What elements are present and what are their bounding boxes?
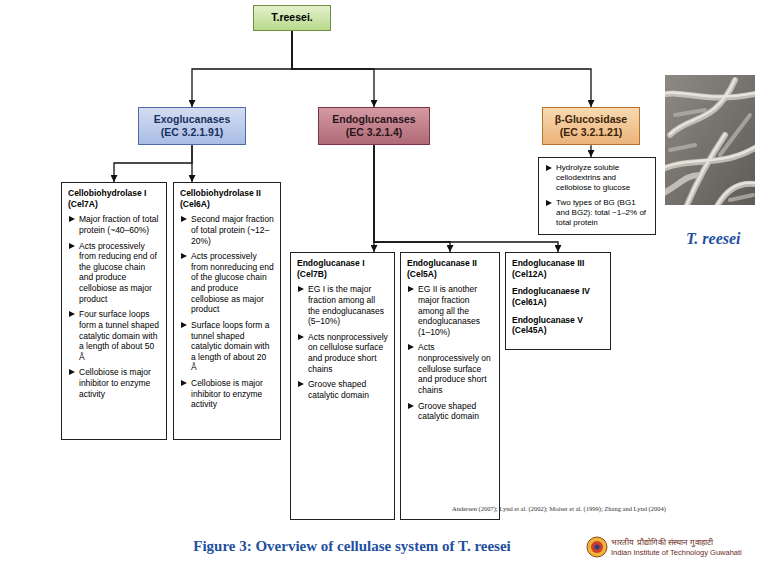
class-box: Exoglucanases(EC 3.2.1.91) (138, 107, 246, 145)
bullet-item: Acts processively from reducing end of t… (68, 241, 160, 305)
enzyme-box: Endoglucanase II (Cel5A) EG II is another… (400, 252, 500, 520)
bullet-item: Surface loops form a tunnel shaped catal… (180, 320, 274, 373)
bullet-text: Second major fraction of total protein (… (191, 214, 274, 245)
bullet-item: Cellobiose is major inhibitor to enzyme … (180, 378, 274, 410)
bullet-arrow (181, 216, 187, 222)
bullet-item: Acts nonprocessively on cellulose surfac… (297, 332, 388, 375)
bullet-text: Cellobiose is major inhibitor to enzyme … (191, 378, 263, 409)
bullet-arrow (69, 369, 75, 375)
photo-label: T. reesei (686, 230, 741, 248)
bullet-arrow (408, 286, 414, 292)
bullet-arrow (69, 243, 75, 249)
bullet-text: Acts processively from reducing end of t… (79, 241, 157, 304)
tree-connector (191, 145, 192, 182)
bullet-item: Hydrolyze soluble cellodextrins and cell… (545, 163, 649, 193)
figure-caption: Figure 3: Overview of cellulase system o… (142, 538, 562, 555)
bullet-item: Groove shaped catalytic domain (297, 379, 388, 400)
box-heading: T.reesei. (257, 11, 327, 24)
institute-name: Indian Institute of Technology Guwahati (611, 548, 742, 557)
box-heading: (EC 3.2.1.91) (142, 126, 242, 139)
box-heading: Exoglucanases (142, 113, 242, 126)
microscope-photo (665, 75, 755, 205)
enzyme-name: Endoglucanase V (Cel45A) (512, 315, 604, 336)
tree-connector (292, 31, 591, 107)
bullet-text: Two types of BG (BG1 and BG2): total ~1–… (556, 198, 646, 227)
bullet-text: Surface loops form a tunnel shaped catal… (191, 320, 269, 373)
bullet-text: Four surface loops form a tunnel shaped … (79, 309, 159, 362)
bullet-text: Groove shaped catalytic domain (418, 401, 479, 422)
tree-connector (590, 145, 591, 157)
institute-emblem (586, 536, 608, 558)
info-box: Hydrolyze soluble cellodextrins and cell… (538, 157, 656, 235)
bullet-arrow (181, 380, 187, 386)
bullet-text: EG II is another major fraction among al… (418, 284, 480, 337)
bullet-item: Second major fraction of total protein (… (180, 214, 274, 246)
class-box: Endoglucanases(EC 3.2.1.4) (318, 107, 430, 145)
class-box: β-Glucosidase(EC 3.2.1.21) (542, 107, 640, 145)
bullet-arrow (408, 344, 414, 350)
enzyme-name: Cellobiohydrolase II (Cel6A) (180, 188, 274, 209)
bullet-item: Groove shaped catalytic domain (407, 401, 493, 422)
bullet-item: EG I is the major fraction among all the… (297, 284, 388, 327)
enzyme-name: Endoglucanase I (Cel7B) (297, 258, 388, 279)
institute-name: भारतीय प्रौद्योगिकी संस्थान गुवाहाटी (611, 536, 713, 547)
bullet-arrow (69, 216, 75, 222)
root-box: T.reesei. (253, 5, 331, 31)
box-heading: (EC 3.2.1.21) (546, 126, 636, 139)
enzyme-box: Cellobiohydrolase I (Cel7A) Major fractio… (61, 182, 167, 440)
bullet-arrow (181, 253, 187, 259)
bullet-arrow (546, 165, 552, 171)
enzyme-name: Endoglucanase III (Cel12A) (512, 258, 604, 279)
box-heading: (EC 3.2.1.4) (322, 126, 426, 139)
bullet-item: EG II is another major fraction among al… (407, 284, 493, 337)
bullet-text: Acts nonprocessively on cellulose surfac… (308, 332, 388, 374)
tree-connector (374, 145, 450, 252)
enzyme-box: Cellobiohydrolase II (Cel6A) Second major… (173, 182, 281, 440)
bullet-arrow (408, 403, 414, 409)
bullet-arrow (546, 200, 552, 206)
tree-connector (374, 145, 558, 252)
bullet-text: Acts processively from nonreducing end o… (191, 251, 274, 314)
bullet-arrow (298, 381, 304, 387)
bullet-text: Cellobiose is major inhibitor to enzyme … (79, 367, 151, 398)
tree-connector (114, 145, 192, 182)
bullet-item: Two types of BG (BG1 and BG2): total ~1–… (545, 198, 649, 228)
enzyme-box: Endoglucanase III (Cel12A) Endoglucanaese… (505, 252, 611, 350)
bullet-text: Hydrolyze soluble cellodextrins and cell… (556, 163, 630, 192)
bullet-text: Major fraction of total protein (~40–60%… (79, 214, 158, 235)
bullet-text: Acts nonprocessively on cellulose surfac… (418, 342, 491, 395)
bullet-item: Acts processively from nonreducing end o… (180, 251, 274, 315)
tree-connector (192, 31, 292, 107)
enzyme-name: Cellobiohydrolase I (Cel7A) (68, 188, 160, 209)
bullet-item: Acts nonprocessively on cellulose surfac… (407, 342, 493, 395)
enzyme-box: Endoglucanase I (Cel7B) EG I is the major… (290, 252, 395, 520)
bullet-item: Four surface loops form a tunnel shaped … (68, 309, 160, 362)
bullet-arrow (69, 311, 75, 317)
bullet-item: Major fraction of total protein (~40–60%… (68, 214, 160, 235)
box-heading: Endoglucanases (322, 113, 426, 126)
bullet-text: Groove shaped catalytic domain (308, 379, 369, 400)
reference-note: Andersen (2007); Lynd et al. (2002); Moi… (452, 505, 666, 512)
bullet-item: Cellobiose is major inhibitor to enzyme … (68, 367, 160, 399)
enzyme-name: Endoglucanaese IV (Cel61A) (512, 286, 604, 307)
box-heading: β-Glucosidase (546, 113, 636, 126)
bullet-arrow (298, 334, 304, 340)
bullet-arrow (181, 322, 187, 328)
bullet-arrow (298, 286, 304, 292)
enzyme-name: Endoglucanase II (Cel5A) (407, 258, 493, 279)
bullet-text: EG I is the major fraction among all the… (308, 284, 384, 326)
